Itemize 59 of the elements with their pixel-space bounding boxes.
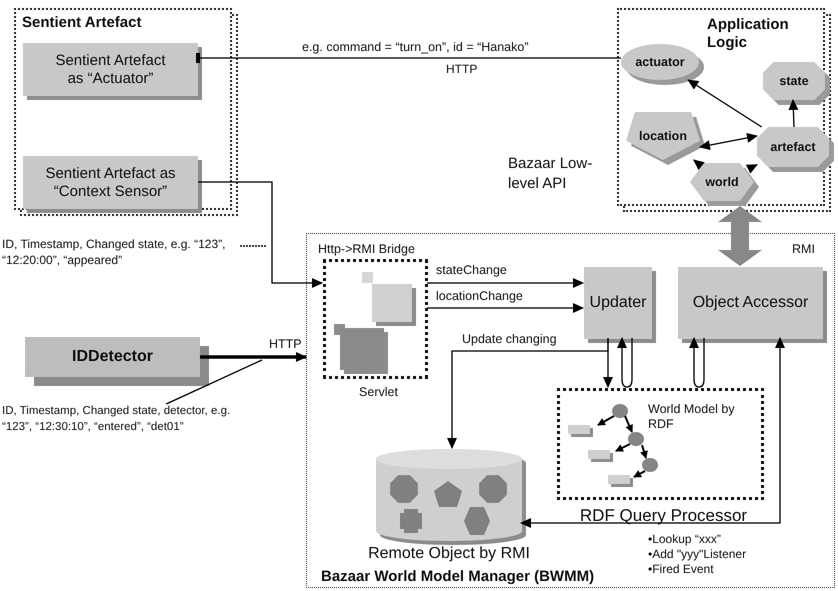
component-panel <box>14 8 238 216</box>
node-title: Sentient Artefact <box>22 14 142 32</box>
note: •Lookup “xxx” <box>648 532 721 548</box>
node-label: Sentient Artefact as “Actuator” <box>54 52 167 88</box>
arrow <box>198 181 323 288</box>
node-title: World Model by RDF <box>648 402 736 432</box>
arrow <box>520 337 785 528</box>
edge-label: stateChange <box>434 263 509 277</box>
device-box <box>25 337 209 386</box>
block-arrow <box>718 206 762 266</box>
note: Bazaar Low-level API <box>508 154 594 193</box>
node-label: Updater <box>590 293 646 313</box>
edge-label: e.g. command = “turn_on”, id = “Hanako” <box>300 40 531 54</box>
leader-line <box>166 359 262 405</box>
node-label: state <box>779 74 809 88</box>
annotation-text: ID, Timestamp, Changed state, detector, e.g. “123”, “12:30:10”, “entered”, “det01” <box>2 404 252 440</box>
edge-label: RMI <box>790 242 817 256</box>
node-label: actuator <box>635 54 685 70</box>
node-label: artefact <box>770 140 816 154</box>
arrow <box>687 79 762 128</box>
edge-label: HTTP <box>267 337 304 351</box>
arrow <box>788 99 798 128</box>
edge-label: Update changing <box>460 332 559 346</box>
ellipse-node <box>621 44 704 85</box>
arrow <box>617 337 633 388</box>
side-label: Remote Object by RMI <box>368 544 530 564</box>
arrow <box>746 164 758 174</box>
arrow <box>693 159 705 170</box>
note: •Add "yyy"Listener <box>648 547 746 563</box>
node-label: location <box>639 128 687 144</box>
process-box <box>678 267 823 339</box>
hexagon-node <box>690 163 759 206</box>
pentagon-node <box>626 112 705 165</box>
node-title: Http->RMI Bridge <box>318 242 415 256</box>
component-box <box>23 156 198 209</box>
edge-label: locationChange <box>434 289 525 303</box>
note: HTTP <box>446 62 478 78</box>
system-panel <box>306 233 835 588</box>
arrow <box>689 337 705 388</box>
note: ID, Timestamp, Changed state, e.g. “123”, “12:20:00”, “appeared” <box>2 237 226 268</box>
arrow <box>699 132 758 150</box>
arrow <box>427 278 584 288</box>
node-title: Application Logic <box>707 16 790 52</box>
node-label: world <box>705 174 739 190</box>
arrow <box>200 352 307 362</box>
node-label: IDDetector <box>72 347 153 367</box>
arrow <box>427 303 584 313</box>
octagon-node <box>757 127 834 172</box>
node-label: Sentient Artefact as “Context Sensor” <box>44 164 177 200</box>
arrow <box>603 338 613 388</box>
side-label: RDF Query Processor <box>580 506 748 526</box>
octagon-node <box>763 62 830 105</box>
component-panel <box>617 8 831 212</box>
component-box <box>23 43 198 96</box>
node-title: Bazaar World Model Manager (BWMM) <box>321 568 594 586</box>
node-label: Object Accessor <box>692 293 808 313</box>
process-box <box>584 267 652 339</box>
note: •Fired Event <box>648 562 714 578</box>
node-label: Servlet <box>359 384 398 400</box>
